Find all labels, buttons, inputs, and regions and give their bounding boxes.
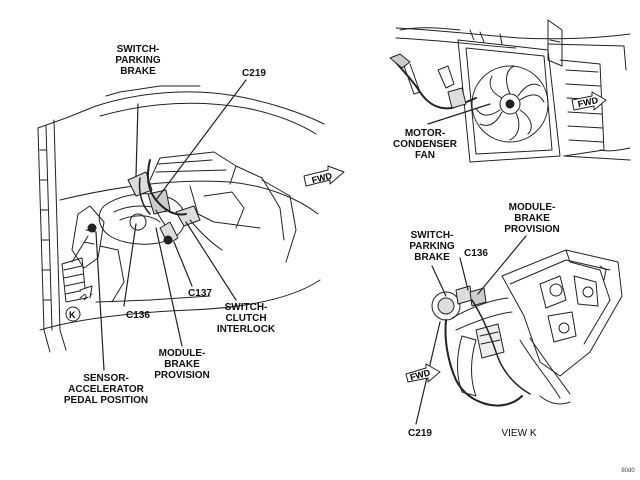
label-switch-clutch-interlock: SWITCH- CLUTCH INTERLOCK [216, 302, 276, 335]
label-module-brake-provision-left: MODULE- BRAKE PROVISION [154, 348, 210, 381]
view-k-illustration [405, 235, 623, 425]
label-c219-right: C219 [408, 428, 432, 439]
fwd-label-top-right: FWD [577, 95, 600, 109]
fan-illustration [389, 19, 631, 163]
figure-id: 80d0 [621, 468, 635, 474]
label-module-brake-provision-right: MODULE- BRAKE PROVISION [504, 202, 560, 235]
label-c136-right: C136 [464, 248, 488, 259]
fwd-label-left: FWD [311, 171, 334, 186]
left-dash-illustration [37, 79, 345, 371]
label-switch-parking-brake-right: SWITCH- PARKING BRAKE [409, 230, 455, 263]
label-c137: C137 [188, 288, 212, 299]
label-switch-parking-brake-left: SWITCH- PARKING BRAKE [115, 44, 161, 77]
label-view-k: VIEW K [501, 428, 537, 439]
view-k-marker-letter: K [69, 310, 76, 320]
label-sensor-accelerator-pedal-position: SENSOR- ACCELERATOR PEDAL POSITION [63, 373, 149, 406]
label-motor-condenser-fan: MOTOR- CONDENSER FAN [393, 128, 457, 161]
label-c219-left: C219 [242, 68, 266, 79]
label-c136-left: C136 [126, 310, 150, 321]
